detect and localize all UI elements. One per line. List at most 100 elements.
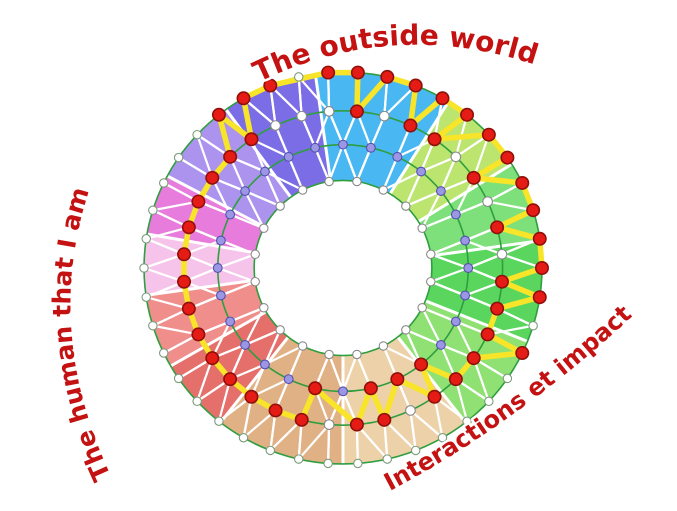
selected-node[interactable] — [515, 175, 530, 190]
selected-node[interactable] — [435, 91, 450, 106]
node[interactable] — [450, 151, 462, 163]
node[interactable] — [426, 249, 436, 260]
node[interactable] — [435, 339, 446, 350]
node[interactable] — [324, 176, 334, 187]
node[interactable] — [405, 405, 416, 416]
node[interactable] — [323, 419, 335, 430]
node[interactable] — [323, 106, 335, 117]
node[interactable] — [148, 205, 158, 215]
node[interactable] — [382, 454, 393, 464]
selected-node[interactable] — [177, 247, 192, 262]
node[interactable] — [460, 290, 471, 301]
selected-node[interactable] — [294, 412, 309, 427]
selected-node[interactable] — [236, 91, 251, 106]
node[interactable] — [214, 416, 224, 426]
selected-node[interactable] — [403, 118, 418, 133]
selected-node[interactable] — [390, 372, 405, 387]
node[interactable] — [158, 178, 169, 188]
node[interactable] — [259, 302, 269, 313]
node[interactable] — [141, 234, 152, 244]
node[interactable] — [378, 110, 390, 122]
selected-node[interactable] — [205, 351, 220, 366]
node[interactable] — [417, 302, 427, 313]
selected-node[interactable] — [466, 170, 481, 185]
selected-node[interactable] — [427, 132, 442, 147]
selected-node[interactable] — [350, 65, 365, 80]
node[interactable] — [338, 139, 348, 150]
node[interactable] — [139, 263, 149, 273]
selected-node[interactable] — [427, 389, 442, 404]
selected-node[interactable] — [480, 327, 495, 342]
selected-node[interactable] — [526, 203, 541, 218]
selected-node[interactable] — [494, 274, 509, 289]
node[interactable] — [450, 316, 461, 327]
node[interactable] — [417, 223, 427, 234]
node[interactable] — [460, 235, 471, 246]
node[interactable] — [293, 72, 304, 82]
node[interactable] — [158, 348, 169, 358]
node[interactable] — [265, 445, 276, 456]
selected-node[interactable] — [414, 357, 429, 372]
node[interactable] — [240, 186, 251, 197]
selected-node[interactable] — [181, 301, 196, 316]
node[interactable] — [353, 458, 363, 469]
node[interactable] — [250, 276, 260, 287]
node[interactable] — [323, 458, 333, 469]
selected-node[interactable] — [268, 403, 283, 418]
selected-node[interactable] — [532, 290, 547, 305]
selected-node[interactable] — [244, 389, 259, 404]
selected-node[interactable] — [244, 132, 259, 147]
node[interactable] — [192, 129, 202, 140]
selected-node[interactable] — [308, 381, 323, 396]
selected-node[interactable] — [490, 220, 505, 235]
node[interactable] — [392, 151, 403, 162]
selected-node[interactable] — [377, 412, 392, 427]
node[interactable] — [259, 166, 270, 177]
node[interactable] — [528, 321, 538, 331]
selected-node[interactable] — [191, 327, 206, 342]
selected-node[interactable] — [534, 260, 549, 275]
node[interactable] — [225, 316, 236, 327]
selected-node[interactable] — [191, 194, 206, 209]
selected-node[interactable] — [380, 69, 395, 84]
node[interactable] — [259, 359, 270, 370]
node[interactable] — [293, 454, 304, 464]
node[interactable] — [496, 248, 508, 260]
sector-salmon[interactable] — [145, 280, 267, 366]
node[interactable] — [240, 339, 251, 350]
node[interactable] — [173, 152, 184, 163]
node[interactable] — [275, 325, 285, 335]
node[interactable] — [250, 249, 260, 260]
node[interactable] — [275, 201, 285, 211]
node[interactable] — [141, 292, 152, 302]
node[interactable] — [401, 201, 411, 211]
node[interactable] — [435, 186, 446, 197]
selected-node[interactable] — [321, 65, 336, 80]
node[interactable] — [416, 166, 427, 177]
selected-node[interactable] — [223, 149, 238, 164]
node[interactable] — [259, 223, 269, 234]
node[interactable] — [225, 209, 236, 220]
node[interactable] — [297, 341, 308, 351]
selected-node[interactable] — [460, 107, 475, 122]
node[interactable] — [238, 432, 249, 443]
node[interactable] — [352, 349, 362, 360]
node[interactable] — [450, 209, 461, 220]
selected-node[interactable] — [466, 351, 481, 366]
node[interactable] — [297, 185, 308, 195]
node[interactable] — [463, 263, 474, 273]
sector-orchid[interactable] — [147, 175, 265, 253]
selected-node[interactable] — [263, 78, 278, 93]
selected-node[interactable] — [500, 150, 515, 165]
node[interactable] — [212, 263, 223, 273]
selected-node[interactable] — [490, 301, 505, 316]
selected-node[interactable] — [448, 372, 463, 387]
node[interactable] — [192, 396, 202, 407]
node[interactable] — [296, 110, 308, 122]
selected-node[interactable] — [515, 346, 530, 361]
selected-node[interactable] — [349, 417, 364, 432]
node[interactable] — [283, 374, 294, 385]
selected-node[interactable] — [223, 372, 238, 387]
selected-node[interactable] — [363, 381, 378, 396]
selected-node[interactable] — [205, 170, 220, 185]
